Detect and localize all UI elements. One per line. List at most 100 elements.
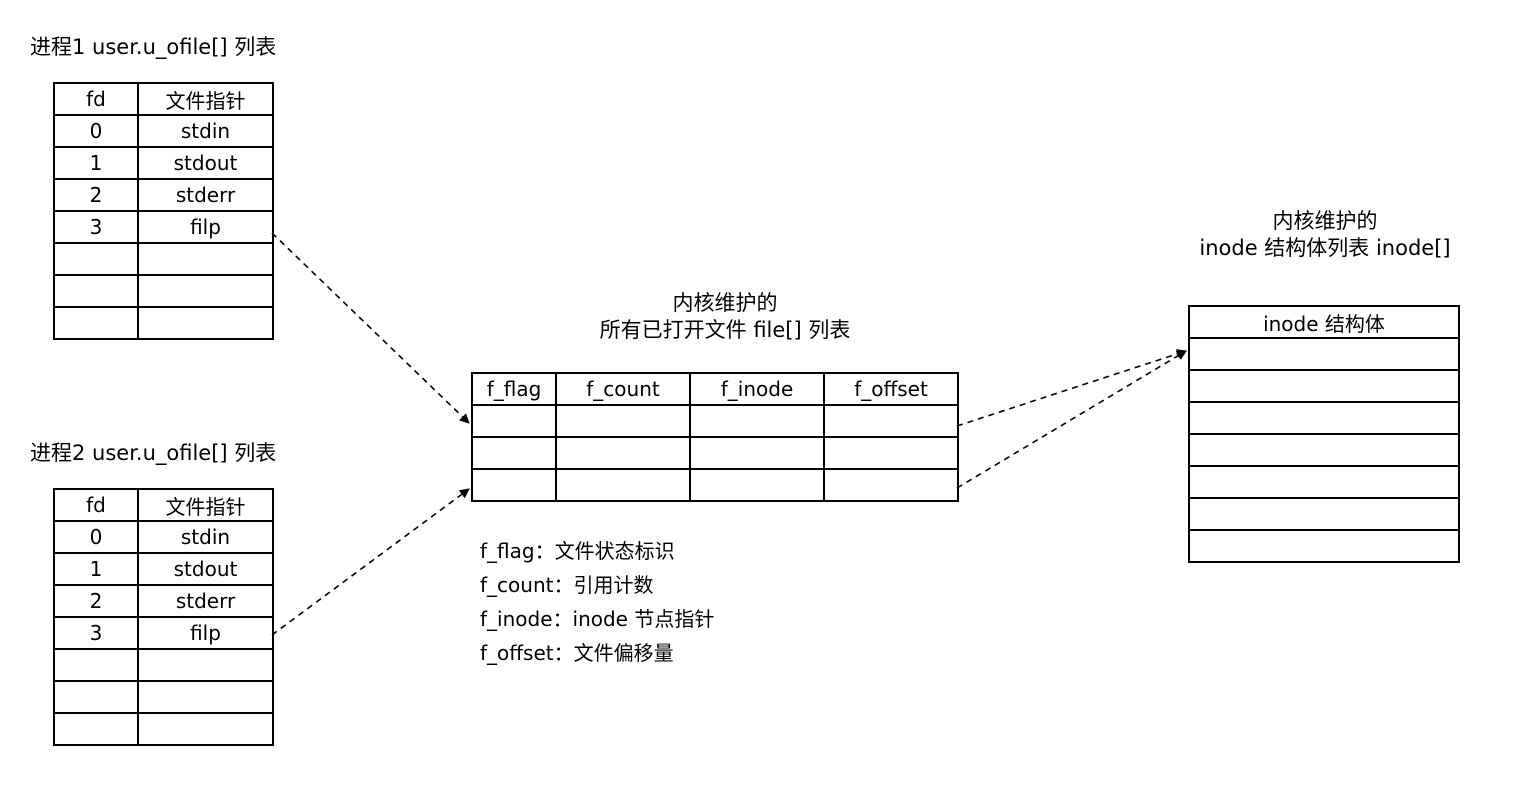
table-row [1188,337,1460,371]
arrow-file-row1-to-inode [956,349,1187,427]
fd-cell: 2 [53,584,139,618]
header-inode-struct: inode 结构体 [1188,305,1460,339]
table-row [53,242,274,276]
process1-title: 进程1 user.u_ofile[] 列表 [30,35,277,59]
file-pointer-cell: stdin [137,114,274,148]
cell-f-flag [471,436,557,470]
fd-cell: 1 [53,146,139,180]
file-pointer-cell: stderr [137,584,274,618]
cell-f-inode [689,436,825,470]
cell-f-offset [823,436,959,470]
file-pointer-cell: filp [137,210,274,244]
file-pointer-cell: stderr [137,178,274,212]
table-row [1188,529,1460,563]
inode-cell [1188,369,1460,403]
fd-cell [53,680,139,714]
fd-cell [53,648,139,682]
file-pointer-cell [137,274,274,308]
file-pointer-cell: stdout [137,552,274,586]
table-row [1188,433,1460,467]
cell-f-count [555,436,691,470]
file-pointer-cell [137,680,274,714]
cell-f-offset [823,404,959,438]
file-table-title: 内核维护的 所有已打开文件 file[] 列表 [540,290,910,345]
table-row [53,306,274,340]
legend-item-f-inode: f_inode：inode 节点指针 [480,607,715,631]
legend-item-f-offset: f_offset：文件偏移量 [480,641,674,665]
file-pointer-cell: stdout [137,146,274,180]
legend-item-f-flag: f_flag：文件状态标识 [480,539,675,563]
table-row [53,712,274,746]
file-pointer-cell [137,306,274,340]
fd-cell: 0 [53,114,139,148]
fd-cell: 3 [53,616,139,650]
inode-cell [1188,497,1460,531]
process2-title: 进程2 user.u_ofile[] 列表 [30,441,277,465]
file-pointer-cell: filp [137,616,274,650]
fd-cell: 1 [53,552,139,586]
fd-cell [53,306,139,340]
arrow-p2-filp-to-file-table [271,488,470,636]
header-fd: fd [53,488,139,522]
table-row [471,404,959,438]
cell-f-count [555,468,691,502]
table-row [1188,465,1460,499]
cell-f-flag [471,468,557,502]
fd-cell: 3 [53,210,139,244]
header-file-pointer: 文件指针 [137,82,274,116]
file-pointer-cell [137,242,274,276]
header-f-inode: f_inode [689,372,825,406]
arrow-file-row3-to-inode [956,350,1187,489]
table-row [471,468,959,502]
table-row [53,648,274,682]
file-pointer-cell [137,648,274,682]
inode-cell [1188,433,1460,467]
header-f-count: f_count [555,372,691,406]
inode-table-title-line2: inode 结构体列表 inode[] [1199,236,1451,261]
cell-f-offset [823,468,959,502]
cell-f-flag [471,404,557,438]
table-row [471,436,959,470]
header-f-flag: f_flag [471,372,557,406]
inode-cell [1188,465,1460,499]
table-header-row: inode 结构体 [1188,305,1460,339]
file-pointer-cell: stdin [137,520,274,554]
field-legend: f_flag：文件状态标识 f_count：引用计数 f_inode：inode… [480,534,714,670]
file-table-title-line2: 所有已打开文件 file[] 列表 [599,318,851,343]
inode-cell [1188,529,1460,563]
file-pointer-cell [137,712,274,746]
inode-cell [1188,337,1460,371]
inode-table-title-line1: 内核维护的 [1272,209,1378,233]
fd-cell [53,712,139,746]
table-row [1188,369,1460,403]
table-row [1188,401,1460,435]
inode-cell [1188,401,1460,435]
inode-table-title: 内核维护的 inode 结构体列表 inode[] [1150,208,1500,263]
table-row [53,274,274,308]
legend-item-f-count: f_count：引用计数 [480,573,654,597]
cell-f-count [555,404,691,438]
fd-cell: 2 [53,178,139,212]
file-table-title-line1: 内核维护的 [672,291,778,315]
header-fd: fd [53,82,139,116]
arrow-p1-filp-to-file-table [271,232,470,424]
fd-cell [53,242,139,276]
header-file-pointer: 文件指针 [137,488,274,522]
inode-table: inode 结构体 [1188,305,1460,563]
table-row [1188,497,1460,531]
